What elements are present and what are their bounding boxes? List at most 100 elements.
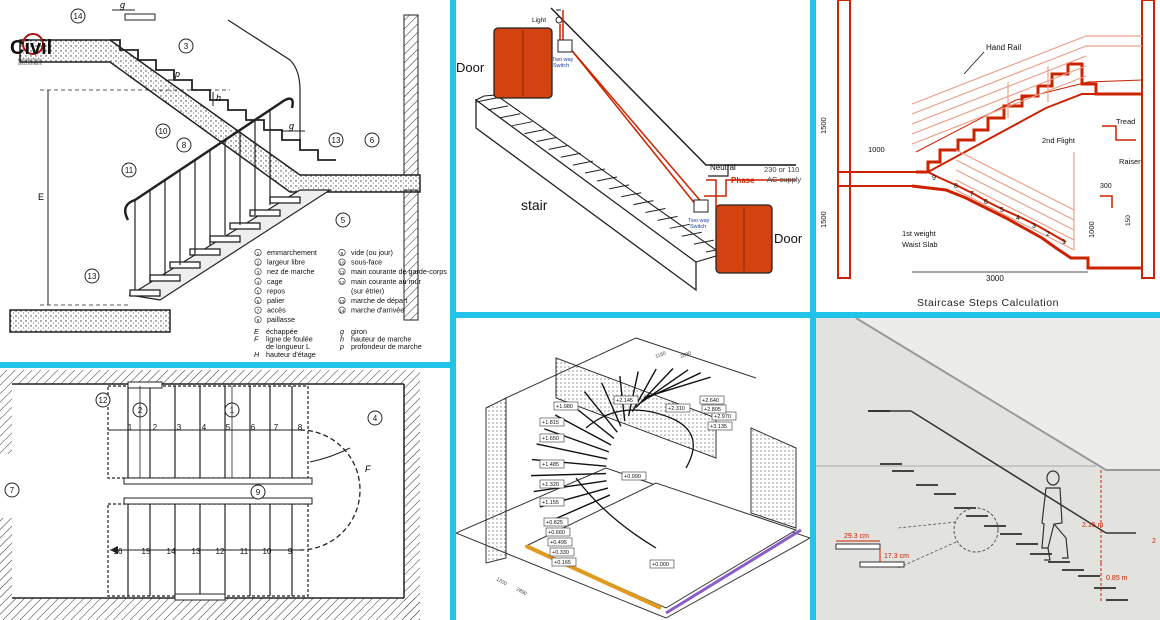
legend-num-circle <box>254 249 262 257</box>
legend-text: repos <box>267 286 285 295</box>
legend-num: 4 <box>257 280 260 285</box>
divider-vertical-right <box>810 0 816 620</box>
headroom-dim: 2.15 m <box>1082 522 1104 529</box>
legend-num-circle <box>338 306 346 314</box>
iso-dim-1: 1160 <box>655 350 667 359</box>
callout-14: 14 <box>74 12 83 21</box>
symbol-text: giron <box>351 327 367 336</box>
stair-label: stair <box>521 197 548 213</box>
step-number: 3 <box>1032 223 1036 230</box>
stair-tread <box>572 160 593 166</box>
level-label: +1.320 <box>542 482 559 488</box>
callout-8: 8 <box>182 141 187 150</box>
symbol-letter: H <box>254 350 260 359</box>
legend-text: marche d'arrivée <box>351 306 404 315</box>
level-label: +1.485 <box>542 462 559 468</box>
level-box <box>699 395 725 405</box>
stair-tread <box>488 105 509 111</box>
step-number: 2 <box>153 423 158 432</box>
legend-text: sous-face <box>351 258 382 267</box>
level-box <box>539 417 565 427</box>
symbol-letter: p <box>339 342 344 351</box>
legend-num: 7 <box>257 309 260 314</box>
legend-num: 3 <box>257 270 260 275</box>
edge-dim: 2 <box>1152 538 1156 545</box>
spiral-step <box>638 369 689 405</box>
calc-caption: Staircase Steps Calculation <box>917 297 1059 309</box>
legend-num-circle <box>254 316 262 324</box>
step-number: 14 <box>167 547 176 556</box>
step-number: 3 <box>177 423 182 432</box>
step-number: 6 <box>251 423 256 432</box>
level-label: +0.495 <box>550 540 567 546</box>
symbol-letter: F <box>254 335 259 344</box>
level-label: +2.640 <box>702 398 719 404</box>
level-box <box>545 527 571 537</box>
plan-callout-12: 12 <box>99 396 108 405</box>
level-label: +0.000 <box>652 562 669 568</box>
door-left-label: Door <box>456 60 485 75</box>
level-label: +0.330 <box>552 550 569 556</box>
first-weight-label: 1st weight <box>902 229 937 238</box>
spiral-step <box>635 367 674 409</box>
dim-150: 150 <box>1125 215 1132 226</box>
level-label: +2.310 <box>668 406 685 412</box>
step-number: 5 <box>1000 207 1004 214</box>
divider-vertical-left <box>450 0 456 620</box>
level-label: +0.165 <box>554 560 571 566</box>
callout-13b: 13 <box>88 272 97 281</box>
spiral-step <box>554 414 612 446</box>
phase-label: Phase <box>731 176 755 185</box>
step-number: 15 <box>142 547 151 556</box>
spiral-step <box>531 472 607 477</box>
switch-top-icon <box>557 39 573 53</box>
logo-sub1: ENGINEERING <box>18 58 43 62</box>
supply-label-2: AC supply <box>767 175 801 184</box>
stair-tread <box>693 239 714 245</box>
legend-num-circle <box>254 306 262 314</box>
dim-1000-right: 1000 <box>1087 221 1096 238</box>
step-number: 6 <box>984 199 988 206</box>
step-number: 12 <box>216 547 225 556</box>
step-number: 7 <box>970 191 974 198</box>
riser-dim: 17.3 cm <box>884 553 909 560</box>
level-label: +2.970 <box>714 414 731 420</box>
stair-tread <box>621 192 642 198</box>
level-box <box>701 404 727 414</box>
stair-tread <box>584 168 606 174</box>
symbol-letter: h <box>340 335 344 344</box>
step-number: 10 <box>263 547 272 556</box>
level-box <box>551 557 577 567</box>
legend-text: nez de marche <box>267 267 315 276</box>
step-number: 9 <box>288 547 293 556</box>
dim-1500-bottom: 1500 <box>819 211 828 228</box>
level-box <box>547 537 573 547</box>
stair-tread <box>475 97 497 103</box>
callout-10: 10 <box>159 127 168 136</box>
divider-horizontal-right <box>456 312 1160 318</box>
legend-text: accès <box>267 306 286 315</box>
dim-p-label: p <box>174 69 180 79</box>
dim-e-label: E <box>38 192 44 202</box>
legend-num: 14 <box>339 309 345 314</box>
spiral-step <box>536 443 608 460</box>
stair-tread <box>645 208 666 214</box>
step-number: 1 <box>128 423 133 432</box>
spiral-step <box>631 368 657 412</box>
spiral-stair-drawing: +3.135+2.970+2.805+2.640+2.310+2.145+1.9… <box>456 337 810 619</box>
iso-dim-3: 1200 <box>495 577 508 588</box>
level-label: +1.650 <box>542 436 559 442</box>
legend-num: 8 <box>257 318 260 323</box>
legend-num: 13 <box>339 299 345 304</box>
legend-text: main courante au mur <box>351 277 422 286</box>
tread-dim: 29.3 cm <box>844 533 869 540</box>
plan-callout-4: 4 <box>373 414 378 423</box>
legend-num-circle <box>338 277 346 285</box>
step-number: 1 <box>1062 239 1066 246</box>
legend-text: vide (ou jour) <box>351 248 393 257</box>
spiral-step <box>548 494 611 523</box>
step-number: 2 <box>1046 231 1050 238</box>
legend-num-circle <box>338 268 346 276</box>
